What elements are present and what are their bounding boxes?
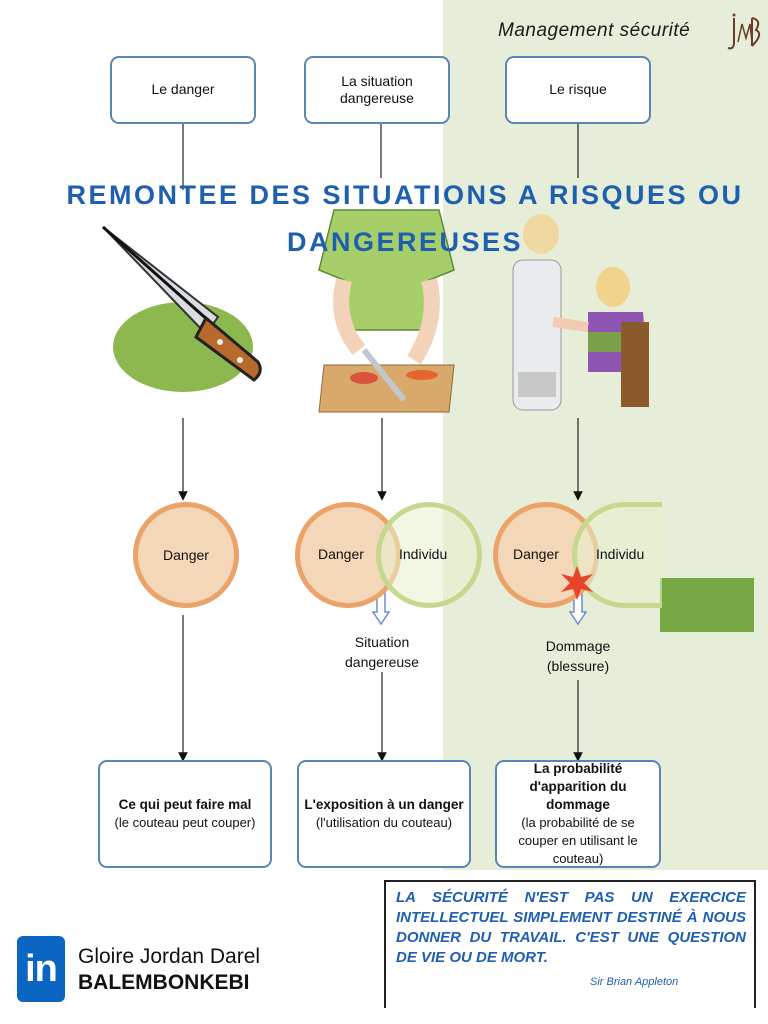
box-exposition-danger: L'exposition à un danger (l'utilisation … [297,760,471,868]
linkedin-icon[interactable]: in [17,936,65,1002]
individu-circle-3 [572,502,662,608]
individu-label: Individu [399,546,448,562]
jmb-logo [727,13,761,50]
box-situation-dangereuse: La situation dangereuse [304,56,450,124]
author-name: Gloire Jordan Darel BALEMBONKEBI [78,944,260,996]
danger-circle-3 [493,502,599,608]
box-ce-qui-peut-faire-mal: Ce qui peut faire mal (le couteau peut c… [98,760,272,868]
author-last-name: BALEMBONKEBI [78,971,250,994]
impact-burst-icon [561,566,593,600]
header-subtitle: Management sécurité [498,20,691,41]
danger-label: Danger [318,546,364,562]
quote-text: La sécurité n'est pas un exercice intell… [396,889,746,966]
person-cutting-icon [318,209,455,413]
accent-block [660,578,754,632]
danger-label: Danger [163,547,209,563]
page-title: REMONTEE DES SITUATIONS A RISQUES OU DAN… [66,180,744,257]
individu-label: Individu [596,546,645,562]
quote-box: La sécurité n'est pas un exercice intell… [384,880,756,1008]
background-panel [443,0,768,870]
author-first-names: Gloire Jordan Darel [78,945,261,968]
danger-circle-1: Danger [133,502,239,608]
danger-label: Danger [513,546,559,562]
person-injured-icon [512,214,649,411]
quote-author: Sir Brian Appleton [590,976,679,988]
box-le-risque: Le risque [505,56,651,124]
box-le-danger: Le danger [110,56,256,124]
knife-icon [102,225,262,392]
box-probabilite-dommage: La probabilité d'apparition du dommage (… [495,760,661,868]
individu-circle-2 [376,502,482,608]
label-dommage: Dommage(blessure) [545,638,611,674]
